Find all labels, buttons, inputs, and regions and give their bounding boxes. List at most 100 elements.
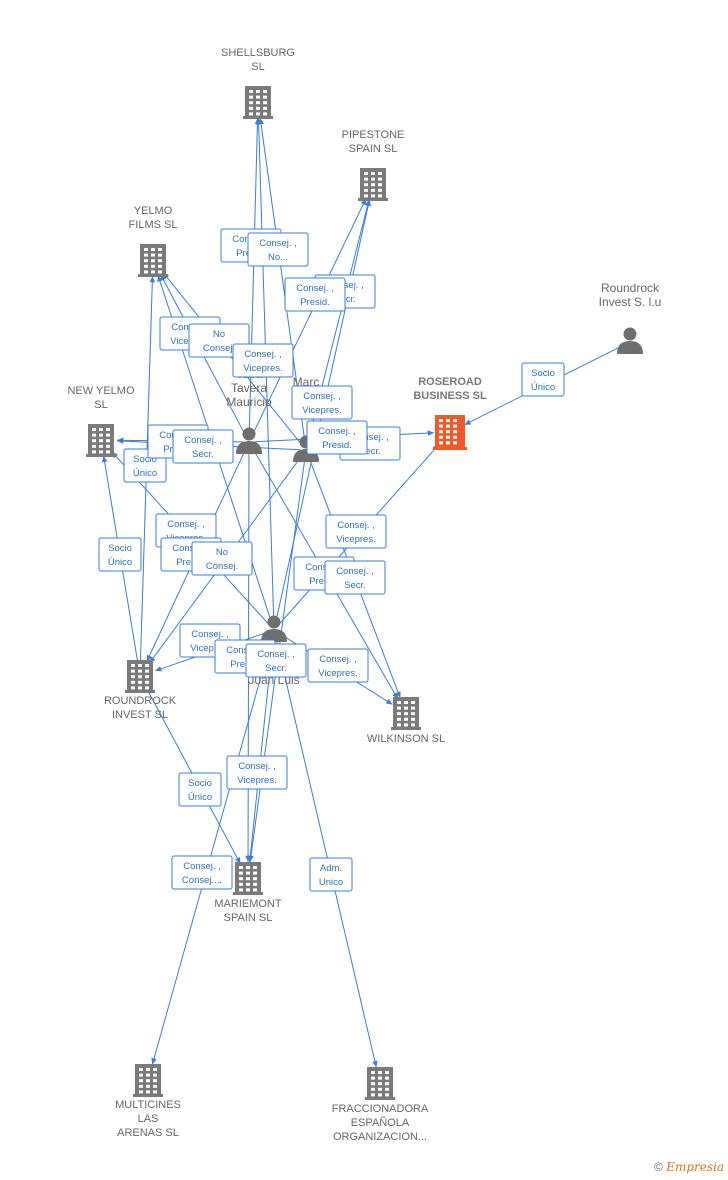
company-label-fraccionadora-line: ESPAÑOLA [351, 1116, 410, 1129]
edge-label-box [172, 429, 234, 464]
company-label-multicines-line: LAS [138, 1113, 159, 1125]
edge-label-text: Consej. [206, 561, 238, 572]
edge-label-text: Presid. [230, 659, 260, 670]
edge-label-text: Socio [531, 368, 555, 379]
edge-label-1[interactable]: Consej. , No... [247, 232, 309, 267]
edge-label-25[interactable]: Consej. ,Vicepres. [226, 755, 288, 790]
company-label-newyelmo-line: SL [94, 399, 107, 411]
edge-vaca-pipestone [251, 198, 367, 437]
edge-label-3[interactable]: Consej. , Presid. [284, 277, 346, 312]
company-node-yelmo[interactable] [138, 244, 168, 277]
person-label-vaca-line: Tavera [231, 381, 267, 395]
edge-label-6[interactable]: Consej. ,Vicepres. [232, 343, 294, 378]
edge-label-20[interactable]: Consej. ,Secr. [324, 560, 386, 595]
footer: © Empresia [654, 1160, 724, 1174]
edge-label-text: Secr. [344, 580, 366, 591]
company-label-shellsburg-line: SL [251, 61, 264, 73]
edge-label-text: Consej.... [182, 875, 222, 886]
edge-label-text: Consej. , [259, 238, 297, 249]
edge-label-text: Vicepres. [302, 405, 341, 416]
edge-label-12[interactable]: Consej. ,Secr. [172, 429, 234, 464]
edge-label-24[interactable]: Consej. , Vicepres. [307, 648, 369, 683]
company-node-pipestone[interactable] [358, 168, 388, 201]
edge-label-text: No... [268, 252, 288, 263]
edge-label-text: Consej. , [351, 432, 389, 443]
edge-label-text: Presid. [300, 297, 330, 308]
person-node-juanluis[interactable] [261, 615, 287, 643]
edge-label-text: Consej. , [226, 645, 264, 656]
edge-label-text: Socio [188, 778, 212, 789]
edge-label-text: Vicepres. [318, 668, 357, 679]
person-icon [261, 615, 287, 642]
edge-label-box [284, 277, 346, 312]
edge-label-text: Presid. [176, 557, 206, 568]
edge-label-18[interactable]: Consej. ,Vicepres. [325, 514, 387, 549]
company-label-roseroad-line: ROSEROAD [418, 376, 482, 388]
edge-label-box [232, 343, 294, 378]
company-node-roseroad[interactable] [433, 415, 467, 450]
edge-label-11[interactable]: Consej. ,Presid. [306, 420, 368, 455]
edge-label-text: Consej. , [296, 283, 334, 294]
company-label-pipestone-line: SPAIN SL [349, 143, 398, 155]
edge-label-27[interactable]: Consej. ,Consej.... [171, 855, 233, 890]
building-icon [365, 1067, 395, 1100]
edge-juanluis-multicines [151, 635, 273, 1065]
company-node-multicines[interactable] [133, 1064, 163, 1097]
edge-label-box [521, 362, 565, 397]
company-label-multicines-line: MULTICINES [115, 1099, 181, 1111]
edge-label-box [309, 857, 353, 892]
company-node-fraccionadora[interactable] [365, 1067, 395, 1100]
company-label-newyelmo-line: NEW YELMO [67, 385, 134, 397]
edge-label-text: Presid. [309, 576, 339, 587]
building-icon [243, 86, 273, 119]
building-icon [233, 862, 263, 895]
person-label-vaca-line: Mauricio [226, 395, 272, 409]
edge-label-box [291, 385, 353, 420]
edge-label-text: Consej. , [319, 654, 357, 665]
company-node-roundrocksl[interactable] [125, 660, 155, 693]
edge-label-23[interactable]: Consej. ,Secr. [245, 643, 307, 678]
building-icon [86, 424, 116, 457]
company-node-mariemont[interactable] [233, 862, 263, 895]
edge-label-28[interactable]: Adm.Unico [309, 857, 353, 892]
edge-vaca-shellsburg [248, 117, 261, 437]
edge-label-text: Consej. , [238, 761, 276, 772]
edge-label-text: Consej. , [184, 435, 222, 446]
person-node-roundrockslu[interactable] [617, 327, 643, 355]
edge-label-box [98, 537, 142, 572]
edge-label-8[interactable]: Consej. ,Vicepres. [291, 385, 353, 420]
brand-logo[interactable]: Empresia [666, 1160, 724, 1174]
company-node-wilkinson[interactable] [391, 697, 421, 730]
company-label-shellsburg-line: SHELLSBURG [221, 47, 295, 59]
company-label-multicines-line: ARENAS SL [117, 1127, 179, 1139]
edge-label-box [325, 514, 387, 549]
person-icon [617, 327, 643, 354]
company-node-newyelmo[interactable] [86, 424, 116, 457]
company-label-mariemont-line: SPAIN SL [224, 912, 273, 924]
building-icon [133, 1064, 163, 1097]
edge-label-text: Consej. , [172, 543, 210, 554]
company-label-fraccionadora-line: ORGANIZACION... [333, 1131, 427, 1143]
edge-label-box [191, 541, 253, 576]
edge-label-box [247, 232, 309, 267]
building-icon [125, 660, 155, 693]
edge-juanluis-fraccionadora [274, 635, 378, 1068]
edge-label-text: Consej. , [244, 349, 282, 360]
company-label-roundrocksl-line: ROUNDROCK [104, 695, 177, 707]
person-node-vaca[interactable] [236, 427, 262, 455]
company-node-shellsburg[interactable] [243, 86, 273, 119]
edge-labels-layer: Consej. ,Presid.Consej. ,No...Consej. ,S… [98, 228, 565, 892]
edge-label-text: Consej. , [337, 520, 375, 531]
company-label-roseroad-line: BUSINESS SL [413, 390, 487, 402]
edge-label-text: Consej. , [191, 629, 229, 640]
edge-label-box [226, 755, 288, 790]
edge-label-text: Único [531, 382, 555, 393]
edge-label-text: Consej. [203, 343, 235, 354]
company-label-yelmo-line: FILMS SL [129, 219, 178, 231]
